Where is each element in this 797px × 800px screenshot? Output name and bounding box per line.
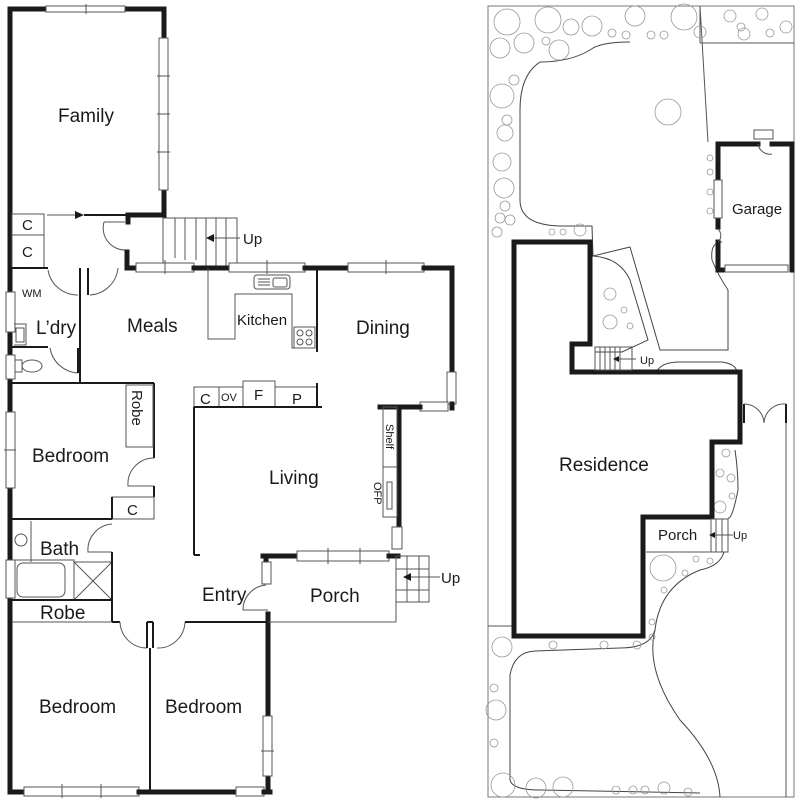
room-label-family: Family: [58, 106, 114, 127]
shelf-label: Shelf: [383, 424, 395, 450]
window: [713, 179, 723, 219]
room-label-bath: Bath: [40, 539, 79, 560]
window: [391, 526, 403, 550]
oven-label: OV: [221, 392, 238, 404]
bedroom-doors: [112, 621, 268, 792]
robe-label: Robe: [128, 390, 145, 426]
stairs-up-label: Up: [640, 355, 654, 367]
room-label-bedroom: Bedroom: [165, 697, 242, 718]
room-label-dining: Dining: [356, 318, 410, 339]
room-label-kitchen: Kitchen: [237, 312, 287, 329]
door-swing: [102, 221, 127, 251]
window: [262, 715, 273, 777]
pantry-label: P: [292, 391, 302, 408]
property-boundary: [487, 5, 795, 798]
window: [446, 371, 457, 405]
window: [23, 786, 140, 797]
cupboard-label: C: [22, 217, 33, 234]
cabinet-row: C OV F P: [193, 380, 322, 556]
stairs-rear: Up: [162, 217, 262, 269]
kitchen: Kitchen: [207, 268, 318, 352]
sink-icon: [253, 274, 291, 290]
cupboard-label: C: [127, 502, 138, 519]
window: [5, 354, 16, 380]
window: [296, 550, 390, 562]
residence-label: Residence: [559, 455, 649, 476]
bathtub-icon: [16, 562, 66, 598]
cooktop-icon: [293, 326, 316, 349]
shelf-fireplace: Shelf OFP: [371, 406, 398, 518]
laundry: WM L’dry: [5, 267, 154, 384]
site-plan: Garage Up Up Porch Residence: [485, 3, 795, 799]
stairs-up-label: Up: [243, 231, 262, 248]
garage-label: Garage: [732, 201, 782, 218]
room-label-robe: Robe: [40, 603, 85, 624]
cupboard-label: C: [200, 391, 211, 408]
porch-label: Porch: [658, 527, 697, 544]
room-label-meals: Meals: [127, 316, 178, 337]
room-label-entry: Entry: [202, 585, 247, 606]
window: [5, 291, 16, 333]
toilet-icon: [21, 359, 43, 373]
washing-machine-label: WM: [22, 288, 42, 300]
bath: Bath: [5, 521, 113, 622]
trees: [485, 3, 793, 799]
window: [261, 561, 272, 585]
stairs-up-label: Up: [733, 530, 747, 542]
window: [419, 401, 449, 412]
fireplace-label: OFP: [371, 482, 383, 505]
side-gate: [743, 403, 787, 424]
stairs-up-label: Up: [441, 570, 460, 587]
room-label-bedroom: Bedroom: [32, 446, 109, 467]
room-label-bedroom: Bedroom: [39, 697, 116, 718]
window: [235, 786, 265, 797]
cupboards: C C: [10, 213, 48, 269]
room-label-living: Living: [269, 468, 319, 489]
family-room: [7, 4, 170, 793]
floor-plan: C C Up: [4, 4, 460, 798]
garage: Garage: [713, 129, 795, 273]
bedroom-1: Robe C: [4, 383, 155, 520]
fridge-label: F: [254, 387, 263, 404]
cupboard-label: C: [22, 244, 33, 261]
entry-porch: Up: [242, 548, 460, 795]
room-label-porch: Porch: [310, 586, 360, 607]
window: [5, 559, 16, 599]
residence: Up Up Porch Residence: [511, 239, 747, 639]
room-label-laundry: L’dry: [36, 318, 77, 339]
